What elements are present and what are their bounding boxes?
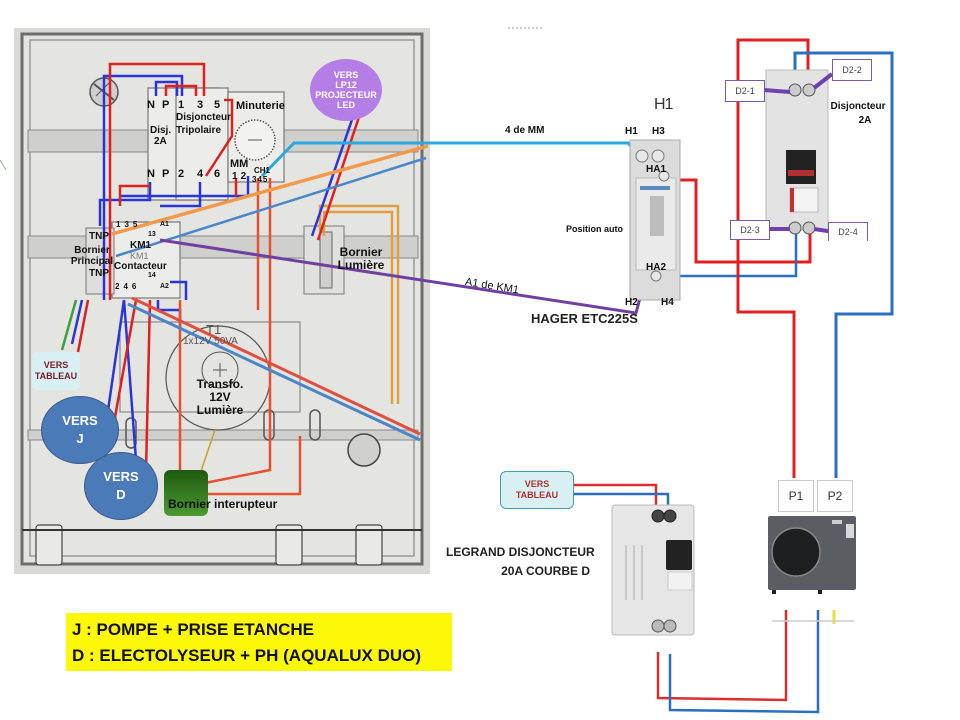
wire-a1-de-km1 [159, 238, 642, 315]
legend-box: J : POMPE + PRISE ETANCHE D : ELECTOLYSE… [66, 613, 452, 671]
wire-d2-1-p2 [793, 51, 894, 478]
wire-legrand-pump-blue [668, 610, 820, 714]
cable-glands [35, 524, 383, 566]
main-wires [111, 38, 894, 714]
hager-etc225s [629, 139, 681, 301]
ch1-label: CH1 [254, 166, 271, 175]
hager-title: HAGER ETC225S [531, 311, 638, 326]
disj-terminals-bottom-np: N P [147, 168, 172, 180]
hager-position-auto: Position auto [566, 224, 623, 234]
disj-rating: 2A [154, 136, 167, 147]
terminal-5: 5 [214, 99, 221, 111]
disjoncteur-2a [763, 69, 835, 235]
disjoncteur-2a-title: Disjoncteur 2A [830, 101, 886, 126]
mm-label: MM [230, 158, 249, 170]
terminal-2: 2 [178, 168, 185, 180]
bornier-principal-label: Bornier Principal [70, 245, 114, 267]
electrical-panel [14, 28, 430, 574]
terminal-3: 3 [197, 99, 204, 111]
disj-terminals-top-np: N P [147, 99, 172, 111]
tag-d2-2: D2-2 [832, 59, 872, 81]
hager-h1-glyph: H1 [654, 96, 673, 113]
heat-pump [768, 516, 856, 594]
tag-d2-1: D2-1 [725, 80, 765, 102]
km1-a2-terminal: A2 [160, 283, 169, 290]
legend-line-d: D : ELECTOLYSEUR + PH (AQUALUX DUO) [72, 646, 422, 665]
wire-d2-2-p1 [736, 38, 810, 478]
km1-a1-terminal: A1 [160, 221, 169, 228]
terminal-1: 1 [178, 99, 185, 111]
tag-d2-4: D2-4 [828, 222, 868, 241]
bubble-projecteur-led: VERS LP12 PROJECTEUR LED [310, 59, 382, 121]
wire-legrand-pump-red [656, 610, 788, 702]
mm-terminals: 12 [232, 171, 250, 182]
km1-aux-13: 13 [148, 231, 156, 238]
disj-label: Disj. [150, 125, 172, 136]
hager-terminal-h3: H3 [652, 126, 665, 137]
hager-terminal-h2: H2 [625, 297, 638, 308]
ch-terminals: 345 [252, 175, 269, 184]
terminal-4: 4 [197, 168, 204, 180]
km1-top-terminals: 135 [116, 220, 142, 229]
km1-ghost-label: KM1 [130, 251, 149, 261]
disjoncteur-label: Disjoncteur [176, 112, 232, 123]
wire-ha1 [676, 178, 812, 264]
bornier-tnp-top: TNP [89, 231, 109, 242]
pump-terminal-p2: P2 [817, 480, 853, 512]
hager-terminal-h1: H1 [625, 126, 638, 137]
legend-line-j: J : POMPE + PRISE ETANCHE [72, 620, 314, 639]
km1-aux-14: 14 [148, 272, 156, 279]
km1-label: KM1 [130, 240, 152, 251]
legrand-title: LEGRAND DISJONCTEUR 20A COURBE D [446, 545, 595, 578]
wire-ha2 [658, 228, 798, 278]
minuterie-label: Minuterie [236, 100, 285, 112]
km1-bottom-terminals: 246 [115, 282, 141, 291]
transfo-id: T1 [206, 322, 222, 337]
bornier-interrupteur-block [164, 470, 208, 516]
legrand-20a-breaker [611, 504, 695, 636]
wire-tableau-red [574, 483, 658, 512]
transfo-label: Transfo. 12V Lumière [196, 377, 244, 417]
hager-terminal-h4: H4 [661, 297, 674, 308]
transfo-spec: 1x12V 50VA [183, 336, 238, 347]
wire-label-4-de-mm: 4 de MM [505, 125, 545, 136]
wire-orange [111, 144, 429, 236]
tag-d2-3: D2-3 [730, 220, 770, 240]
tripolaire-label: Tripolaire [176, 125, 222, 136]
bornier-lumiere-label: Bornier Lumière [337, 245, 385, 272]
hager-ha1: HA1 [646, 164, 667, 175]
terminal-6: 6 [214, 168, 221, 180]
bornier-tnp-bottom: TNP [89, 268, 109, 279]
contacteur-label: Contacteur [114, 261, 167, 272]
hager-ha2: HA2 [646, 262, 667, 273]
pump-terminal-p1: P1 [778, 480, 814, 512]
bornier-interrupteur-label: Bornier interupteur [168, 497, 278, 511]
